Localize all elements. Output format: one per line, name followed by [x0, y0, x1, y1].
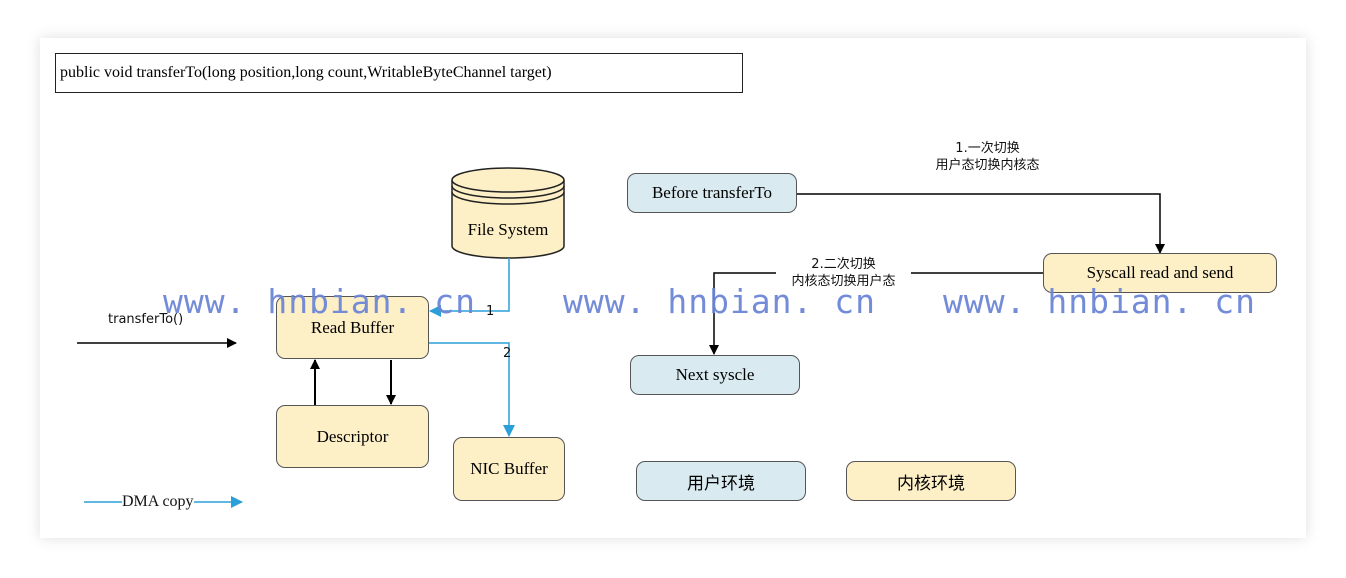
- file-system-label: File System: [467, 220, 549, 239]
- switch1-line1: 1.一次切换: [955, 141, 1020, 156]
- read-buffer-box: Read Buffer: [276, 296, 429, 359]
- switch2-line2: 内核态切换用户态: [791, 274, 896, 289]
- nic-buffer-box: NIC Buffer: [453, 437, 565, 501]
- arrow-syscall-to-next: [709, 272, 1043, 355]
- dma-arrow-fs-to-readbuffer: [429, 258, 510, 317]
- dma-arrow-readbuffer-to-nic: [428, 342, 515, 437]
- method-signature: public void transferTo(long position,lon…: [55, 53, 743, 93]
- edge-label-2: 2: [503, 346, 512, 361]
- syscall-box: Syscall read and send: [1043, 253, 1277, 293]
- switch1-line2: 用户态切换内核态: [935, 158, 1040, 173]
- transfer-call-label: transferTo(): [108, 311, 184, 328]
- edge-label-1: 1: [486, 304, 495, 319]
- switch1-label: 1.一次切换 用户态切换内核态: [920, 140, 1055, 174]
- descriptor-box: Descriptor: [276, 405, 429, 468]
- switch2-label: 2.二次切换 内核态切换用户态: [776, 256, 911, 290]
- dma-legend-label: DMA copy: [122, 493, 194, 510]
- watermark-1: www. hnbian. cn: [163, 282, 477, 321]
- watermark-3: www. hnbian. cn: [943, 282, 1257, 321]
- legend-user-env: 用户环境: [636, 461, 806, 501]
- arrow-before-to-syscall: [797, 193, 1165, 254]
- next-syscle-box: Next syscle: [630, 355, 800, 395]
- before-transferto-box: Before transferTo: [627, 173, 797, 213]
- watermark-2: www. hnbian. cn: [563, 282, 877, 321]
- file-system-cylinder: [451, 167, 565, 259]
- legend-kernel-env: 内核环境: [846, 461, 1016, 501]
- switch2-line1: 2.二次切换: [811, 257, 876, 272]
